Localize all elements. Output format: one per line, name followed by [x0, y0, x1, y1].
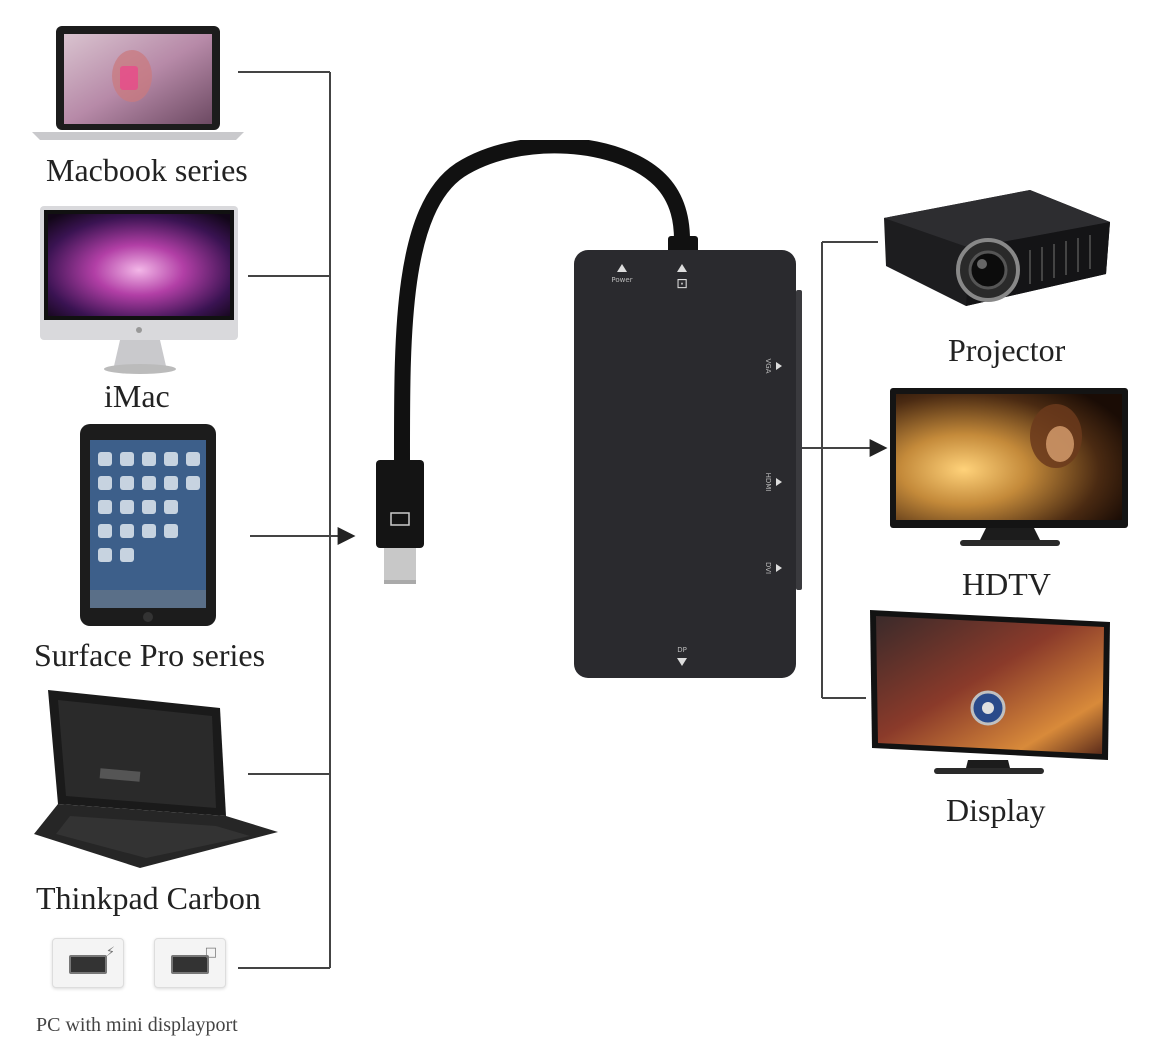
thinkpad-laptop-icon	[34, 690, 278, 868]
label-macbook: Macbook series	[46, 152, 248, 188]
label-surface: Surface Pro series	[34, 637, 266, 673]
port-label-power: Power	[611, 276, 632, 284]
mini-displayport-thunderbolt-icon: ⚡	[52, 938, 124, 988]
hdtv-tv-icon	[890, 388, 1128, 546]
port-label-dp-input: ⊡	[676, 276, 688, 292]
port-label-dp: DP	[677, 646, 687, 654]
label-hdtv: HDTV	[962, 566, 1051, 602]
label-projector: Projector	[948, 332, 1066, 368]
thunderbolt-mark: ⚡	[105, 945, 115, 960]
label-imac: iMac	[104, 378, 170, 414]
port-label-vga: VGA	[764, 358, 772, 373]
label-thinkpad: Thinkpad Carbon	[36, 880, 261, 916]
port-slot	[69, 955, 107, 974]
projector-icon	[884, 190, 1110, 306]
label-display: Display	[946, 792, 1046, 828]
source-footer-caption: PC with mini displayport	[36, 1014, 238, 1036]
macbook-laptop-icon	[32, 26, 244, 140]
displayport-mark: □	[204, 945, 217, 960]
imac-monitor-icon	[40, 206, 238, 374]
surface-tablet-icon	[80, 424, 216, 626]
mini-displayport-icon: □	[154, 938, 226, 988]
port-label-dvi: DVI	[764, 562, 772, 574]
adapter-hub-icon: Power ⊡ VGA HDMI DVI DP	[376, 140, 802, 678]
port-slot	[171, 955, 209, 974]
port-label-hdmi: HDMI	[764, 473, 772, 492]
display-monitor-icon	[870, 610, 1110, 774]
